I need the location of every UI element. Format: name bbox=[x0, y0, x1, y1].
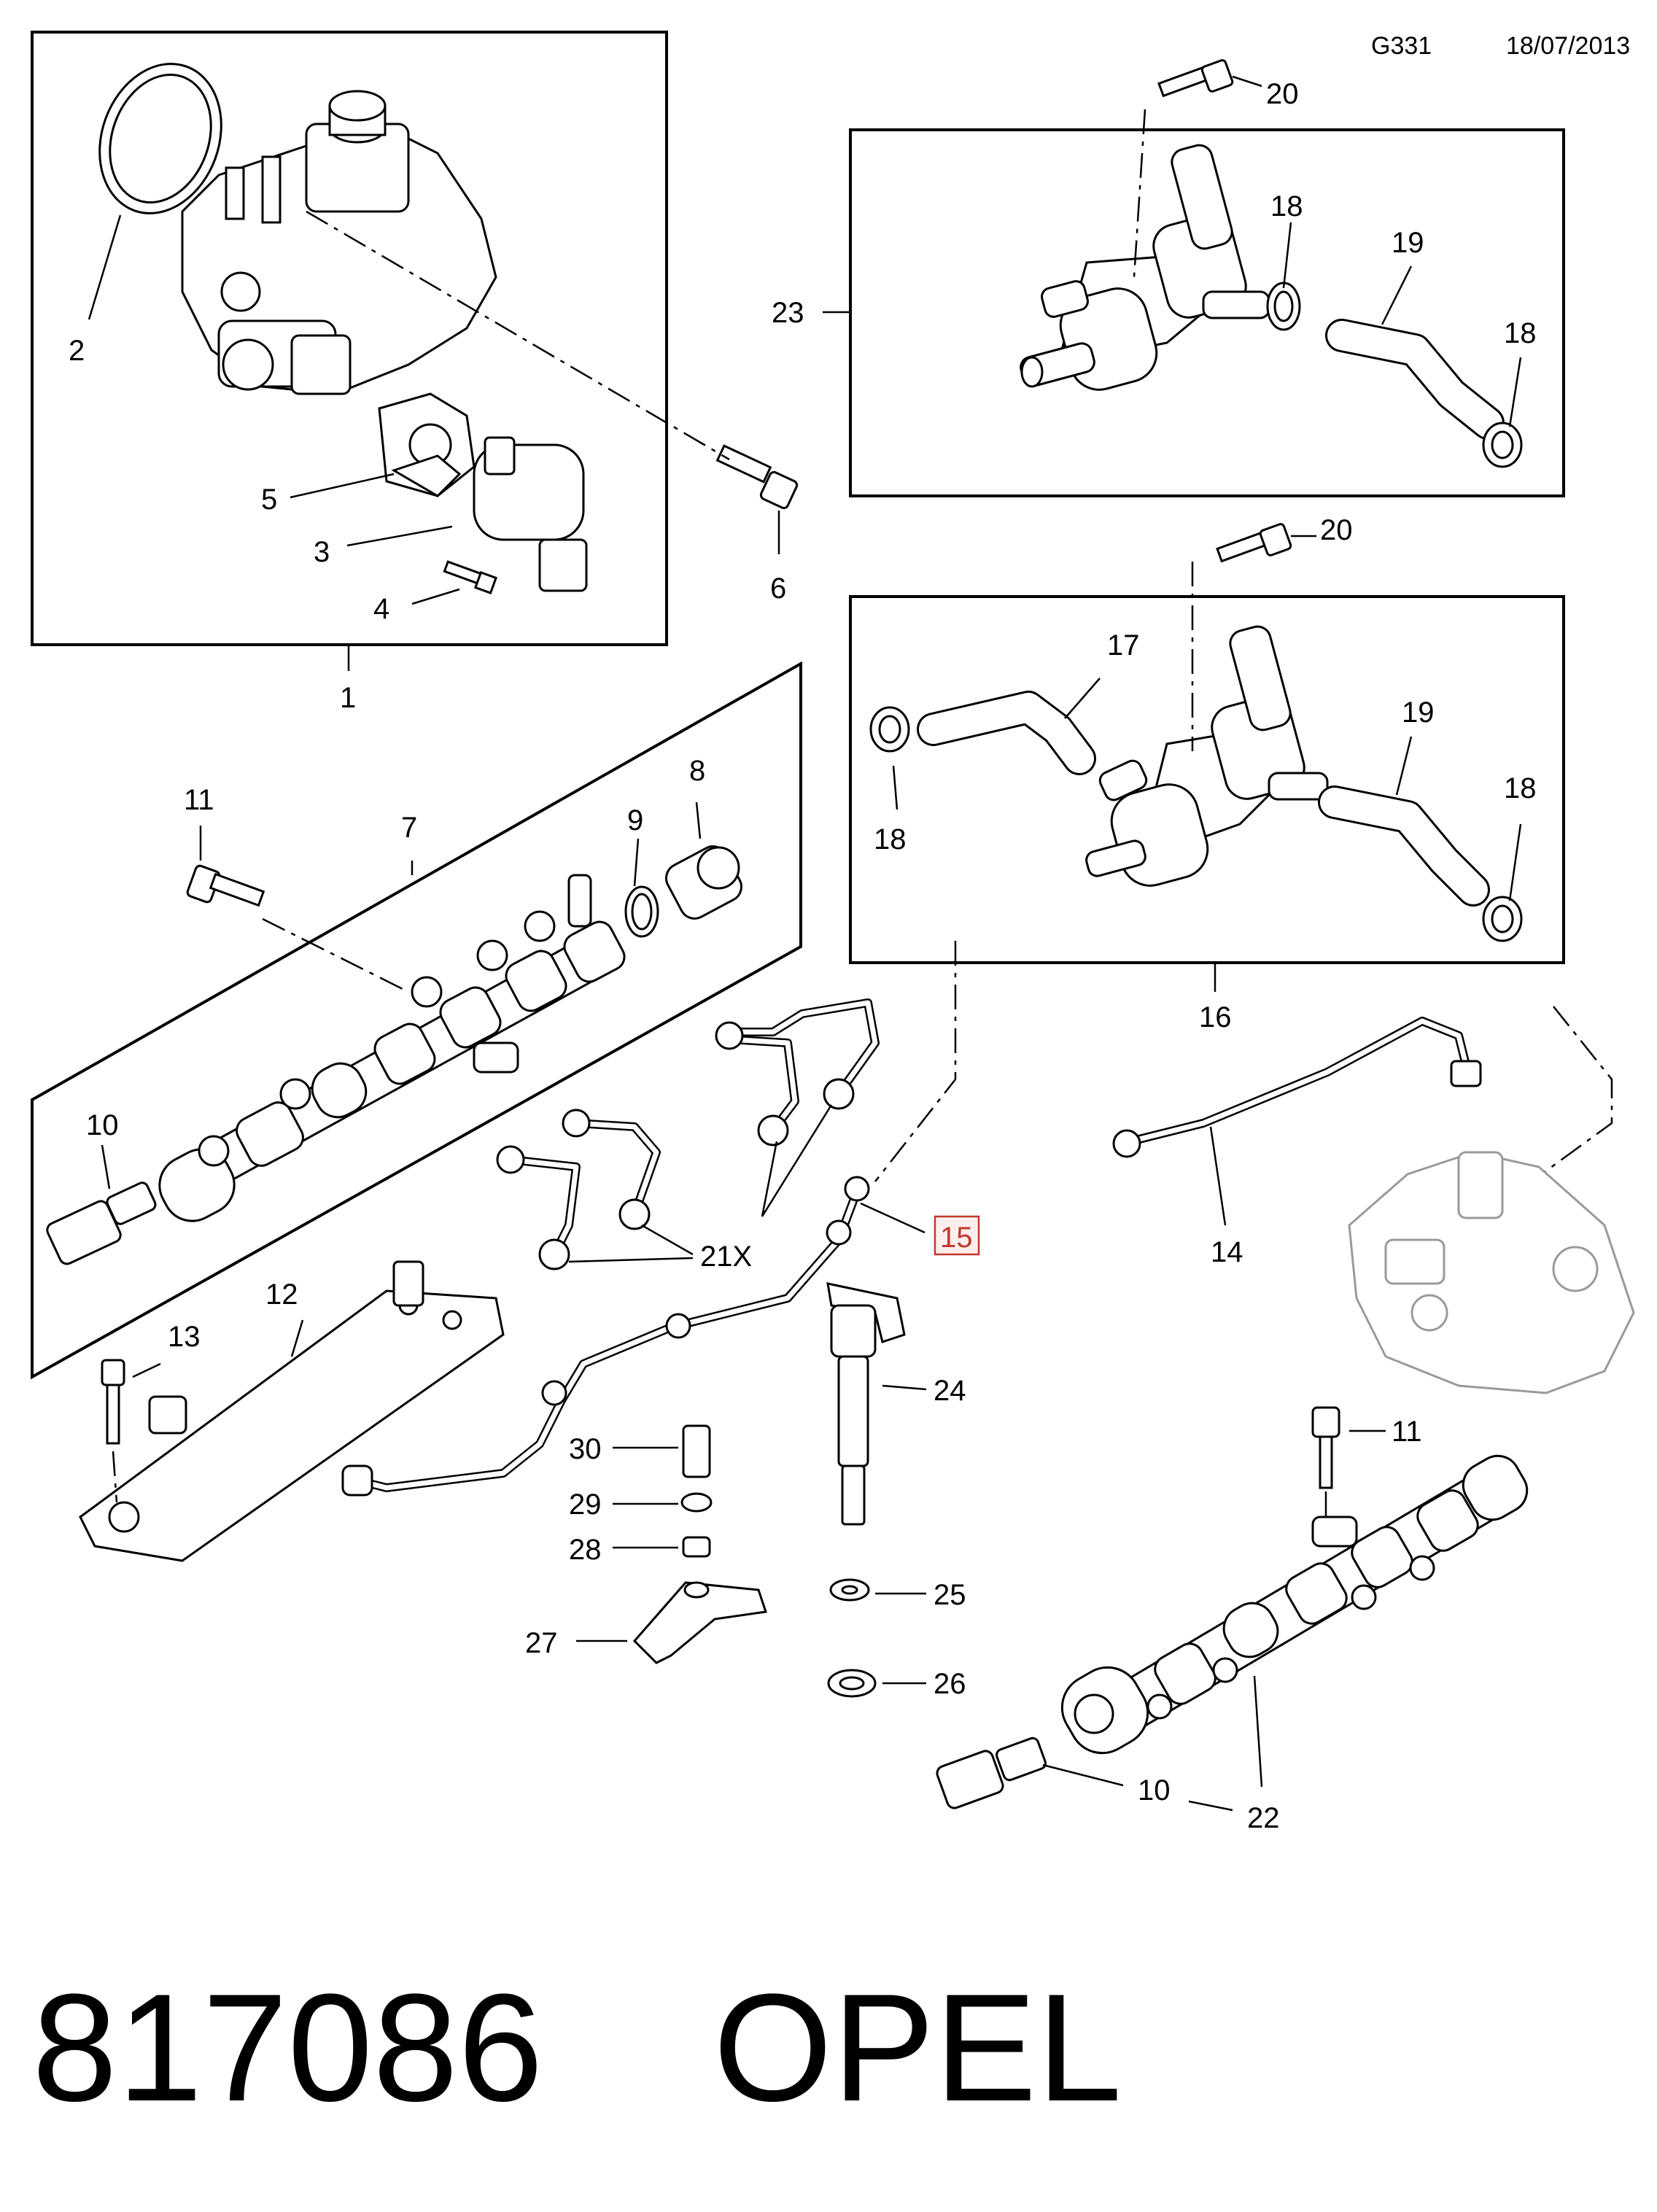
callout-18-upper-b: 18 bbox=[1504, 317, 1537, 349]
drawing-date: 18/07/2013 bbox=[1506, 32, 1630, 60]
return-hose-lower-right bbox=[1318, 785, 1490, 907]
callout-18-upper-a: 18 bbox=[1270, 190, 1303, 222]
callout-9: 9 bbox=[627, 804, 643, 837]
return-line-connector-lower bbox=[1085, 625, 1329, 887]
callout-29: 29 bbox=[569, 1489, 602, 1521]
callout-23: 23 bbox=[772, 297, 804, 329]
callout-1: 1 bbox=[340, 682, 356, 714]
return-line-box-lower bbox=[849, 595, 1565, 964]
callout-5: 5 bbox=[261, 484, 277, 516]
rail-pressure-sensor bbox=[46, 1181, 157, 1265]
callout-10-lower: 10 bbox=[1138, 1774, 1171, 1807]
brand-name: OPEL bbox=[713, 1962, 1122, 2133]
callout-25: 25 bbox=[934, 1579, 966, 1611]
callout-21x: 21X bbox=[700, 1241, 752, 1273]
callout-30: 30 bbox=[569, 1433, 602, 1465]
callout-11-rail: 11 bbox=[184, 784, 214, 816]
rail-bolt-lower bbox=[1311, 1406, 1340, 1489]
clamp-nut bbox=[682, 1536, 711, 1558]
hose-clamp-lower-1 bbox=[869, 706, 910, 753]
drawing-code: G331 bbox=[1371, 32, 1432, 60]
callout-27: 27 bbox=[525, 1627, 558, 1659]
return-line-connector-upper bbox=[1020, 144, 1270, 391]
callout-24: 24 bbox=[934, 1375, 966, 1407]
valve-gasket bbox=[391, 454, 462, 497]
hose-clamp-upper-1 bbox=[1266, 282, 1301, 331]
callout-7: 7 bbox=[401, 812, 417, 844]
callout-26: 26 bbox=[934, 1668, 966, 1700]
fuel-rail-lower bbox=[1060, 1454, 1529, 1755]
hose-clamp-lower-2 bbox=[1482, 896, 1523, 942]
callout-20-upper: 20 bbox=[1266, 78, 1299, 110]
fuel-rail bbox=[158, 874, 626, 1222]
callout-12: 12 bbox=[265, 1278, 298, 1311]
injector-clamp bbox=[632, 1581, 767, 1664]
highlight-box-15 bbox=[934, 1215, 980, 1256]
high-pressure-line bbox=[1112, 1017, 1482, 1158]
injector-seal-ring bbox=[829, 1578, 870, 1602]
clamp-stud bbox=[682, 1424, 711, 1478]
callout-3: 3 bbox=[314, 536, 330, 568]
injector-washer bbox=[827, 1669, 877, 1698]
callout-8: 8 bbox=[689, 755, 705, 787]
rail-heat-shield bbox=[79, 1260, 505, 1562]
rail-bolt bbox=[186, 864, 265, 907]
callout-17: 17 bbox=[1107, 629, 1140, 661]
spherical-washer bbox=[680, 1492, 713, 1513]
callout-15-highlighted: 15 bbox=[940, 1222, 973, 1254]
callout-16: 16 bbox=[1199, 1001, 1232, 1033]
callout-18-lower-b: 18 bbox=[1504, 772, 1537, 804]
callout-13: 13 bbox=[168, 1321, 201, 1353]
callout-2: 2 bbox=[69, 335, 85, 367]
callout-19-upper: 19 bbox=[1392, 227, 1424, 259]
callout-4: 4 bbox=[373, 593, 389, 625]
callout-19-lower: 19 bbox=[1402, 696, 1435, 729]
part-number: 817086 bbox=[32, 1962, 543, 2133]
pressure-limiter-valve bbox=[665, 845, 742, 920]
shield-bolt bbox=[101, 1359, 125, 1445]
banjo-screw-upper bbox=[1157, 59, 1234, 98]
valve-screw bbox=[443, 560, 498, 595]
high-pressure-pump bbox=[181, 90, 497, 395]
injector-pipe-set bbox=[496, 998, 880, 1270]
pump-reference-ghost bbox=[1348, 1151, 1635, 1394]
metering-valve bbox=[378, 392, 588, 592]
callout-20-lower: 20 bbox=[1320, 514, 1353, 546]
callout-22: 22 bbox=[1247, 1802, 1280, 1834]
hose-clamp-upper-2 bbox=[1482, 422, 1523, 468]
callout-6: 6 bbox=[770, 573, 786, 605]
rail-seal-ring bbox=[624, 885, 659, 938]
return-hose-upper bbox=[1325, 319, 1505, 440]
callout-10-rail: 10 bbox=[86, 1109, 119, 1141]
return-hose-lower-left bbox=[917, 691, 1096, 775]
callout-18-lower-a: 18 bbox=[874, 823, 907, 855]
callout-14: 14 bbox=[1211, 1236, 1243, 1268]
fuel-injector bbox=[826, 1282, 906, 1526]
callout-11-lower: 11 bbox=[1392, 1416, 1422, 1448]
rail-pressure-sensor-lower bbox=[936, 1736, 1047, 1809]
pump-bolt bbox=[715, 444, 799, 510]
callout-28: 28 bbox=[569, 1534, 602, 1566]
o-ring bbox=[98, 63, 222, 214]
pump-bolt-axis bbox=[306, 210, 730, 461]
leak-off-line bbox=[341, 1176, 870, 1497]
fuel-rail-box bbox=[31, 661, 802, 1380]
banjo-screw-lower bbox=[1216, 523, 1292, 563]
